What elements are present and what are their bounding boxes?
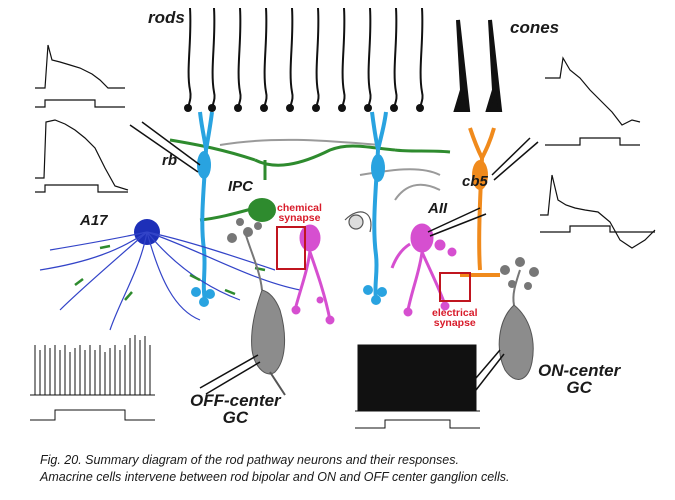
rb-label: rb (162, 152, 177, 169)
rod-bipolar-right (370, 111, 388, 299)
caption-line-2: Amacrine cells intervene between rod bip… (40, 470, 510, 484)
cone-photoreceptors (453, 19, 503, 112)
ipc-cell (169, 138, 451, 222)
trace-off-gc (30, 335, 155, 421)
rod-bipolar-left (198, 111, 214, 301)
aii-right (390, 223, 457, 317)
ipc-label: IPC (228, 178, 254, 195)
horizontal-processes (219, 138, 441, 201)
trace-a17 (35, 119, 129, 193)
on-center-gc-label-line2: GC (566, 378, 592, 397)
chemical-synapse-label-line1: chemical (277, 202, 322, 214)
rod-bipolar-left-terminals (191, 287, 215, 307)
on-center-gc-label: ON-center GC (538, 362, 620, 396)
chemical-synapse-label-line2: synapse (278, 212, 321, 224)
trace-aii (540, 174, 656, 249)
cb5-cell (460, 127, 500, 277)
amacrine-grey (344, 211, 372, 233)
trace-cb5 (545, 56, 641, 146)
a17-label: A17 (80, 212, 108, 229)
cb5-label: cb5 (462, 173, 488, 190)
electrical-synapse-label-line2: synapse (433, 317, 476, 329)
rod-bipolar-left-soma (197, 151, 211, 179)
rod-terminals (184, 104, 424, 112)
rod-bipolar-right-terminals (363, 285, 387, 305)
trace-on-gc (355, 344, 480, 429)
a17-varicosities (74, 244, 266, 301)
electrical-synapse-label-line1: electrical (432, 307, 478, 319)
on-center-gc (498, 257, 539, 380)
electrical-synapse-label: electrical synapse (432, 307, 478, 329)
off-center-gc-label: OFF-center GC (190, 392, 281, 426)
a17-dendrites (39, 231, 301, 331)
off-center-gc-label-line1: OFF-center (190, 391, 281, 410)
cb5-soma (472, 160, 488, 190)
aii-left (291, 224, 335, 325)
figure-caption: Fig. 20. Summary diagram of the rod path… (40, 452, 509, 486)
chemical-synapse-label: chemical synapse (277, 202, 322, 224)
caption-line-1: Fig. 20. Summary diagram of the rod path… (40, 453, 459, 467)
ipc-soma (248, 198, 276, 222)
off-center-gc (227, 218, 286, 396)
cones-label: cones (510, 18, 560, 37)
chemical-synapse-box (276, 226, 306, 270)
off-center-gc-label-line2: GC (222, 408, 249, 427)
aii-label: AII (428, 200, 448, 217)
rod-bipolar-right-soma (371, 154, 385, 182)
electrical-synapse-box (439, 272, 471, 302)
rods-label: rods (148, 8, 185, 27)
rod-photoreceptors (187, 7, 424, 111)
trace-rb (35, 44, 125, 108)
on-center-gc-label-line1: ON-center (538, 361, 621, 380)
